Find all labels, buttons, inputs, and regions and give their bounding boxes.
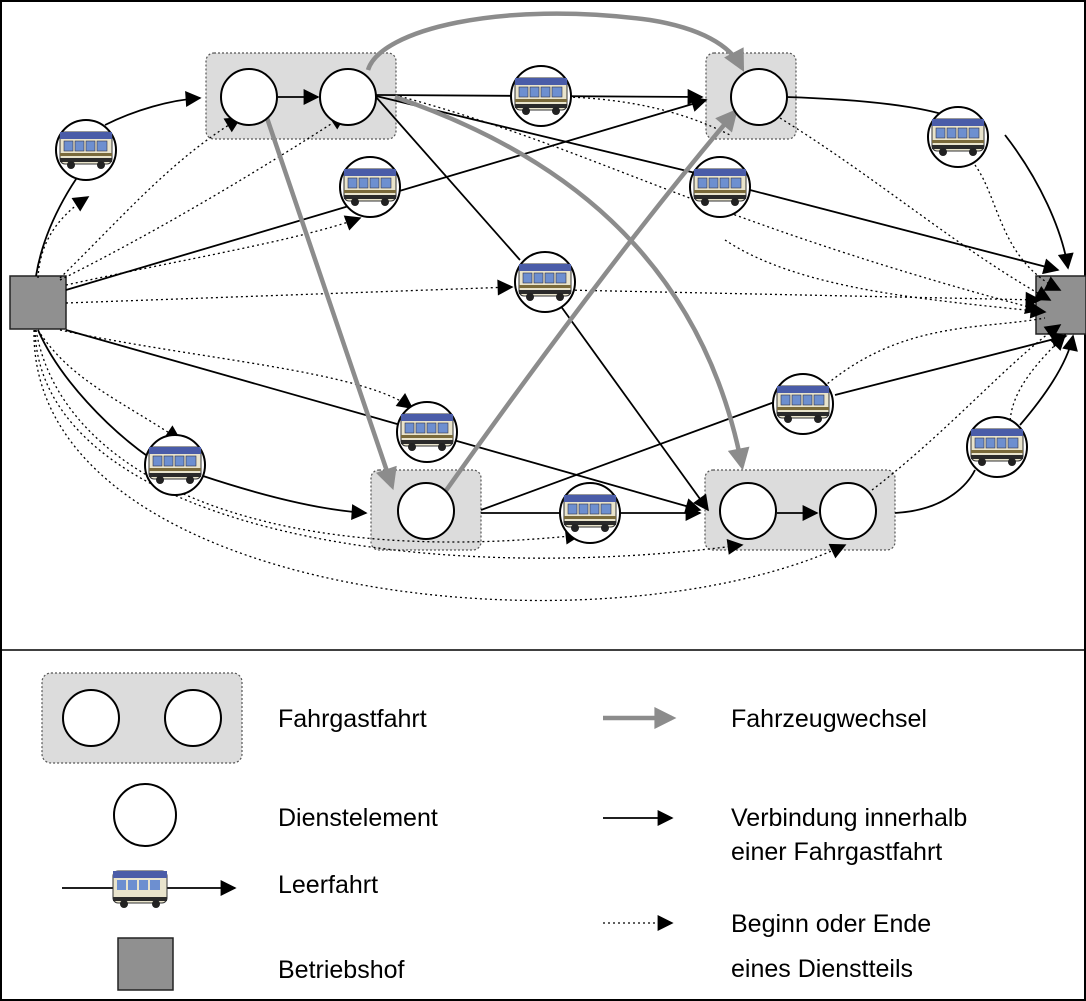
legend-connection-line2: einer Fahrgastfahrt — [731, 838, 942, 866]
bus-icon — [55, 119, 117, 181]
duty-element — [220, 68, 278, 126]
bus-icon — [966, 416, 1028, 478]
bus-icon — [689, 156, 751, 218]
legend-depot-square — [117, 937, 174, 991]
bus-icon — [396, 401, 458, 463]
bus-icon — [514, 251, 576, 313]
legend-duty-start-end-line1: Beginn oder Ende — [731, 910, 931, 938]
legend-duty-element-circle — [113, 783, 177, 847]
duty-element — [319, 68, 377, 126]
duty-element — [719, 482, 777, 540]
legend-deadhead: Leerfahrt — [278, 871, 378, 899]
bus-icon — [772, 373, 834, 435]
duty-element — [397, 482, 455, 540]
legend-trip-circle — [62, 689, 120, 747]
legend-duty-start-end-line2: eines Dienstteils — [731, 955, 913, 983]
duty-element — [819, 482, 877, 540]
legend-connection-line1: Verbindung innerhalb — [731, 804, 967, 832]
depot-left — [9, 275, 67, 330]
bus-icon — [144, 434, 206, 496]
legend-passenger-trip: Fahrgastfahrt — [278, 705, 427, 733]
legend-depot: Betriebshof — [278, 956, 405, 984]
bus-icon — [112, 870, 168, 908]
bus-icon — [339, 156, 401, 218]
legend-duty-element: Dienstelement — [278, 804, 438, 832]
legend-trip-circle — [164, 689, 222, 747]
bus-icon — [510, 65, 572, 127]
duty-elements — [220, 68, 877, 540]
duty-start-end-edges — [33, 94, 1067, 602]
legend: Fahrgastfahrt Dienstelement Leerfahrt Be… — [41, 672, 967, 991]
legend-vehicle-change: Fahrzeugwechsel — [731, 705, 927, 733]
duty-element — [730, 68, 788, 126]
depot-right — [1035, 275, 1086, 335]
vehicle-change-edges — [264, 11, 750, 494]
bus-icon — [927, 106, 989, 168]
bus-icon — [559, 482, 621, 544]
